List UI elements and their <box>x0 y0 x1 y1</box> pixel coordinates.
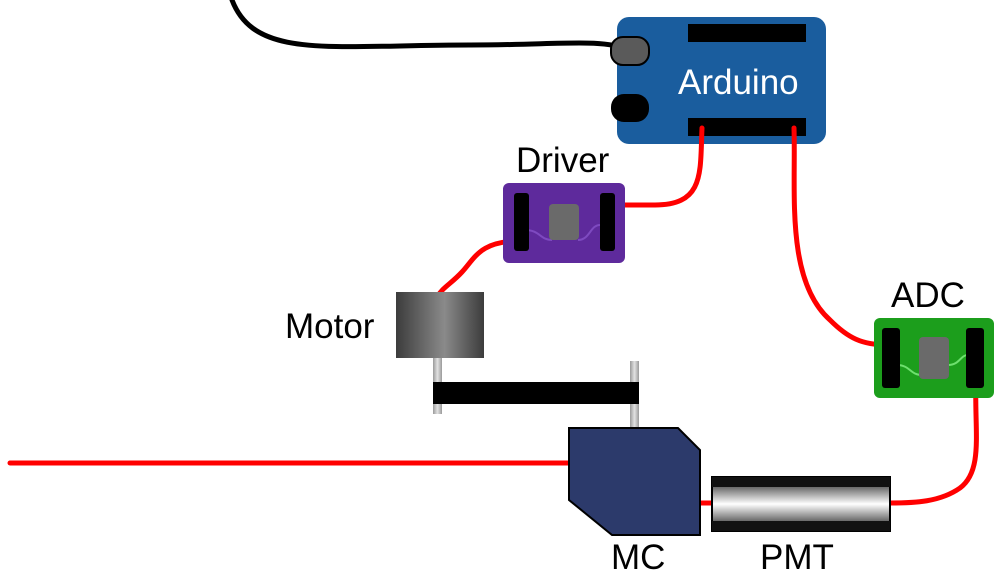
wire-adc-to-pmt <box>887 377 979 506</box>
bottom-header <box>688 118 806 136</box>
adc-board: ADC <box>874 276 994 398</box>
belt-drive <box>433 358 639 427</box>
top-header <box>688 24 806 42</box>
mc-label: MC <box>611 538 665 573</box>
pmt-label: PMT <box>760 538 834 573</box>
wire-driver-to-motor <box>435 238 523 299</box>
red-wires <box>7 125 979 506</box>
arduino-label: Arduino <box>678 63 799 102</box>
motor-label: Motor <box>285 307 375 346</box>
driver-label: Driver <box>516 141 610 180</box>
drive-belt <box>433 382 639 404</box>
usb-cable <box>229 0 633 53</box>
driver-board: Driver <box>503 141 625 263</box>
adc-chip <box>919 337 949 379</box>
usb-port <box>610 36 650 66</box>
photomultiplier-tube: PMT <box>711 476 891 573</box>
wire-arduino-to-driver <box>602 125 705 208</box>
power-jack <box>611 94 649 122</box>
arduino-board: Arduino <box>610 17 826 144</box>
motor: Motor <box>285 292 484 358</box>
driver-chip <box>549 204 579 240</box>
wire-arduino-to-adc <box>791 125 891 348</box>
monochromator: MC <box>568 427 701 573</box>
adc-label: ADC <box>891 276 965 315</box>
